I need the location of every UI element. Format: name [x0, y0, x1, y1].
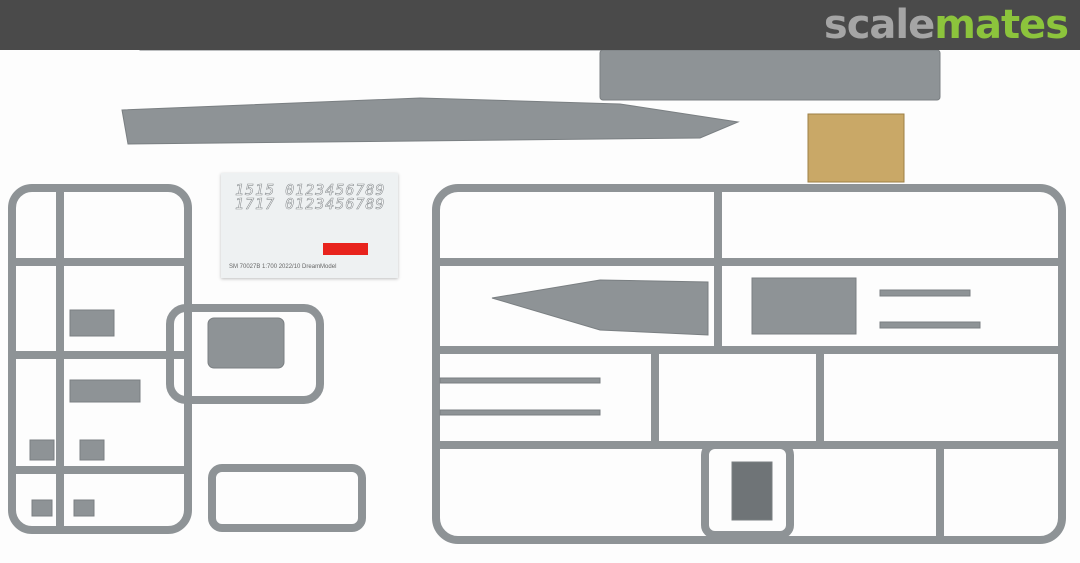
decal-red-flag: [323, 243, 368, 255]
decal-footer: SM 70027B 1:700 2022/10 DreamModel: [229, 264, 337, 270]
watermark-banner: scalemates: [0, 0, 1080, 50]
deck-plate: [751, 277, 857, 335]
boat-part: [731, 461, 773, 521]
turret-part: [207, 317, 285, 369]
sprue-right: [432, 184, 1066, 544]
deck-part: [491, 279, 709, 336]
photo-etch-fret: [807, 113, 905, 183]
sprue-left: [8, 184, 366, 534]
decal-sheet: 1515 0123456789 1717 0123456789 SM 70027…: [221, 173, 398, 278]
decal-numbers-1: 1515 0123456789: [235, 181, 386, 200]
decal-numbers-2: 1717 0123456789: [235, 195, 386, 214]
hull-half: [121, 97, 740, 145]
superstructure-part: [599, 49, 941, 101]
scalemates-logo: scalemates: [823, 2, 1069, 48]
small-parts: [29, 289, 981, 517]
